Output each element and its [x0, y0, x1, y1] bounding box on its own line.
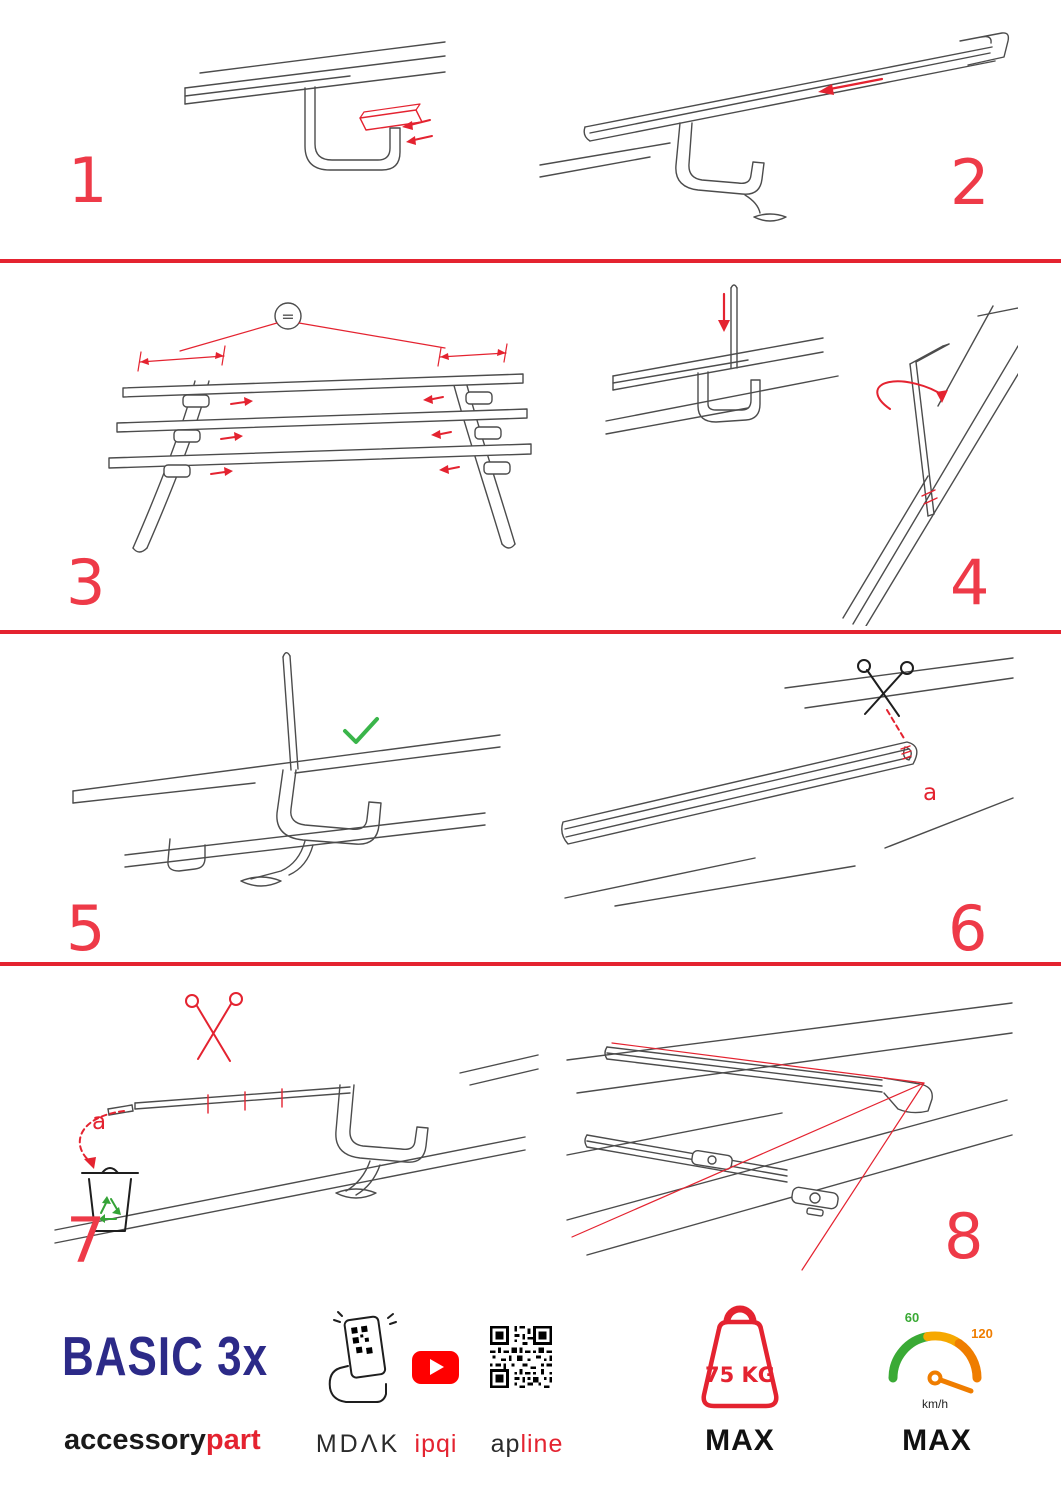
- youtube-icon: [412, 1351, 459, 1384]
- weight-limit-icon: 75 KG: [701, 1305, 779, 1409]
- speed-max-label: MAX: [902, 1424, 972, 1457]
- weight-max-label: MAX: [705, 1424, 775, 1457]
- scissors-icon: [857, 659, 914, 717]
- step-8-illustration: [566, 1002, 1013, 1271]
- speed-tick-high: 120: [971, 1326, 993, 1341]
- cut-label-a: a: [92, 1109, 106, 1135]
- step-6-illustration: a: [561, 657, 1014, 907]
- speed-unit: km/h: [922, 1397, 948, 1411]
- mdak-logo: MDΛK: [315, 1430, 401, 1458]
- step-2-illustration: [539, 32, 1010, 222]
- equal-spacing-badge: =: [274, 302, 302, 330]
- section-divider-2: [0, 630, 1061, 634]
- qr-code-icon: [490, 1326, 552, 1388]
- brand-subtitle-red: part: [205, 1424, 261, 1456]
- weight-value: 75 KG: [705, 1363, 775, 1387]
- trash-recycle-icon: [81, 1167, 139, 1232]
- apline-red: line: [520, 1430, 564, 1458]
- step-3-illustration: =: [108, 302, 532, 553]
- rotate-arrow-icon: [876, 380, 948, 505]
- step-4-number: 4: [950, 546, 990, 619]
- dimension-arrows: [137, 322, 508, 372]
- adjust-arrows: [210, 395, 460, 476]
- equal-sign: =: [281, 307, 294, 326]
- checkmark-icon: [343, 717, 379, 744]
- slide-arrow: [818, 77, 884, 95]
- brand-subtitle: accessorypart: [64, 1424, 261, 1457]
- step-1-number: 1: [68, 144, 108, 217]
- speedometer-icon: 60 120 km/h: [888, 1310, 993, 1411]
- rail-clamp: [675, 122, 787, 222]
- step-2-number: 2: [950, 146, 990, 219]
- insert-arrow: [718, 292, 730, 332]
- discard-arrow: [78, 1110, 125, 1164]
- step-5-number: 5: [66, 892, 106, 965]
- alignment-lines: [571, 1042, 925, 1271]
- speed-tick-low: 60: [905, 1310, 919, 1325]
- cut-line: [886, 709, 906, 741]
- apline-logo: apline: [482, 1430, 572, 1459]
- scissors-icon: [185, 992, 243, 1062]
- cut-label-a: a: [923, 780, 937, 806]
- step-5-illustration: [72, 652, 501, 887]
- step-4-illustration: [605, 284, 1018, 626]
- play-icon: [430, 1359, 444, 1375]
- step-1-illustration: [184, 41, 446, 171]
- step-8-number: 8: [944, 1200, 984, 1273]
- section-divider-1: [0, 259, 1061, 263]
- rubber-strip-end: [900, 745, 912, 760]
- rail-clamp: [304, 86, 401, 171]
- end-cover: [959, 32, 1010, 66]
- step-6-number: 6: [948, 892, 988, 965]
- phone-qr-icon: [328, 1311, 397, 1403]
- apline-black: ap: [490, 1430, 521, 1458]
- section-divider-3: [0, 962, 1061, 966]
- step-7-illustration: a: [54, 992, 539, 1244]
- step-7-number: 7: [66, 1204, 106, 1277]
- brand-subtitle-black: accessory: [64, 1424, 206, 1456]
- ipqi-logo: ipqi: [414, 1430, 458, 1458]
- step-3-number: 3: [66, 546, 106, 619]
- t-slot-adapter: [691, 1149, 839, 1217]
- rubber-pad-insert: [359, 103, 433, 145]
- brand-title: BASIC 3x: [62, 1326, 269, 1388]
- allen-key: [909, 343, 950, 517]
